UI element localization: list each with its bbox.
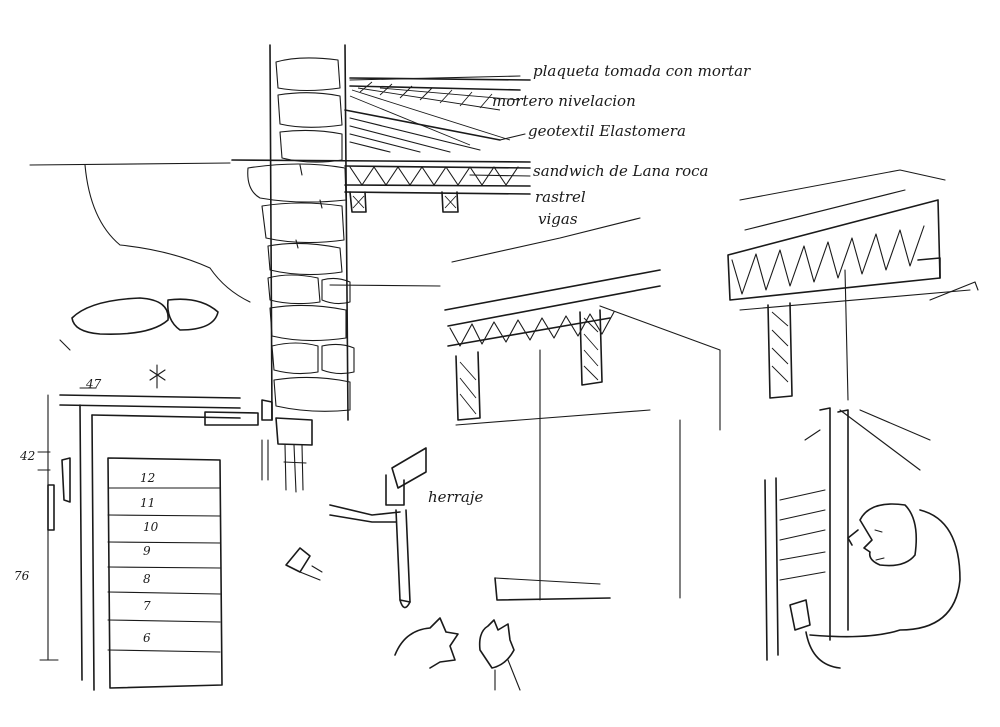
roof-section xyxy=(29,77,531,303)
perspective-beams-center xyxy=(444,217,721,601)
annotation-herraje: herraje xyxy=(428,488,484,506)
stair-number: 10 xyxy=(143,520,159,534)
stones-left xyxy=(59,297,219,351)
railing-detail xyxy=(764,407,931,661)
stair-number: 7 xyxy=(143,599,151,613)
perspective-beams-right xyxy=(727,169,979,401)
stair-number: 6 xyxy=(143,631,151,645)
annotation-sandwich: sandwich de Lana roca xyxy=(533,162,709,180)
annotation-vigas: vigas xyxy=(538,210,578,228)
annotation-rastrel: rastrel xyxy=(535,188,586,206)
figure-sketches xyxy=(394,503,961,691)
bracket-detail xyxy=(261,399,323,581)
door-stair xyxy=(39,364,259,691)
annotation-plaqueta: plaqueta tomada con mortar xyxy=(533,62,751,80)
dimension-47: 47 xyxy=(86,377,102,391)
dimension-76: 76 xyxy=(14,569,30,583)
annotation-mortero: mortero nivelacion xyxy=(492,92,636,110)
leader-lines xyxy=(329,75,531,287)
stair-number: 8 xyxy=(143,572,151,586)
herraje-fitting xyxy=(329,447,427,609)
dimension-42: 42 xyxy=(20,449,36,463)
stair-number: 9 xyxy=(143,544,151,558)
stair-number: 12 xyxy=(140,471,156,485)
stone-wall xyxy=(247,44,355,421)
annotation-geotextil: geotextil Elastomera xyxy=(528,122,686,140)
dimension-ticks xyxy=(37,387,97,471)
stair-number: 11 xyxy=(140,496,156,510)
